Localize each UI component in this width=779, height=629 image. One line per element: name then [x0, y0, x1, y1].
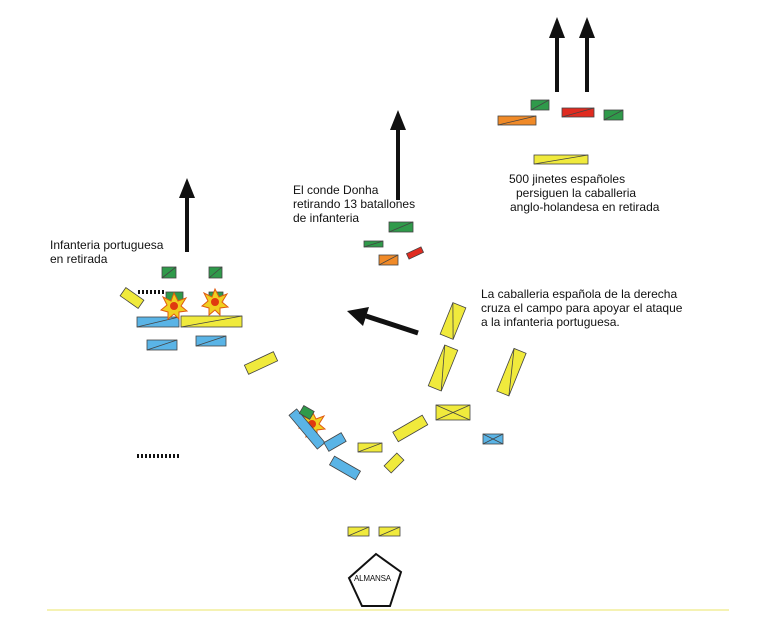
pursuit-annotation-line: persiguen la caballeria [516, 186, 637, 200]
donha-infantry-units [363, 221, 425, 266]
explosion-icon [201, 288, 229, 316]
pursuit-annotation: 500 jinetes españoles persiguen la cabal… [509, 172, 659, 214]
right-cavalry-annotation-line: La caballeria española de la derecha [481, 287, 678, 301]
portuguese-annotation: Infanteria portuguesa en retirada [50, 238, 163, 266]
retreat-arrow-icon [579, 17, 595, 92]
donha-annotation-line: El conde Donha [293, 183, 379, 197]
town-marker-icon [347, 552, 403, 607]
retreat-arrow-icon [179, 178, 195, 252]
center-units [288, 404, 429, 537]
pursuit-annotation-line: 500 jinetes españoles [509, 172, 626, 186]
right-cavalry-annotation-line: cruza el campo para apoyar el ataque [481, 301, 683, 315]
right-cavalry-annotation-line: a la infanteria portuguesa. [481, 315, 620, 329]
donha-annotation: El conde Donha retirando 13 batallones d… [293, 183, 415, 225]
advance-arrow-icon [347, 307, 419, 336]
pursuing-cavalry-units [497, 99, 624, 165]
portuguese-annotation-line: en retirada [50, 252, 108, 266]
right-cavalry-annotation: La caballeria española de la derecha cru… [481, 287, 682, 329]
retreat-arrow-icon [390, 110, 406, 200]
retreat-arrows [179, 17, 595, 336]
portuguese-annotation-line: Infanteria portuguesa [50, 238, 164, 252]
retreat-arrow-icon [549, 17, 565, 92]
spanish-right-cavalry-units [427, 302, 527, 445]
donha-annotation-line: retirando 13 batallones [293, 197, 416, 211]
donha-annotation-line: de infanteria [293, 211, 360, 225]
town-label: ALMANSA [354, 574, 391, 583]
portuguese-infantry-units [119, 266, 279, 458]
pursuit-annotation-line: anglo-holandesa en retirada [510, 200, 660, 214]
